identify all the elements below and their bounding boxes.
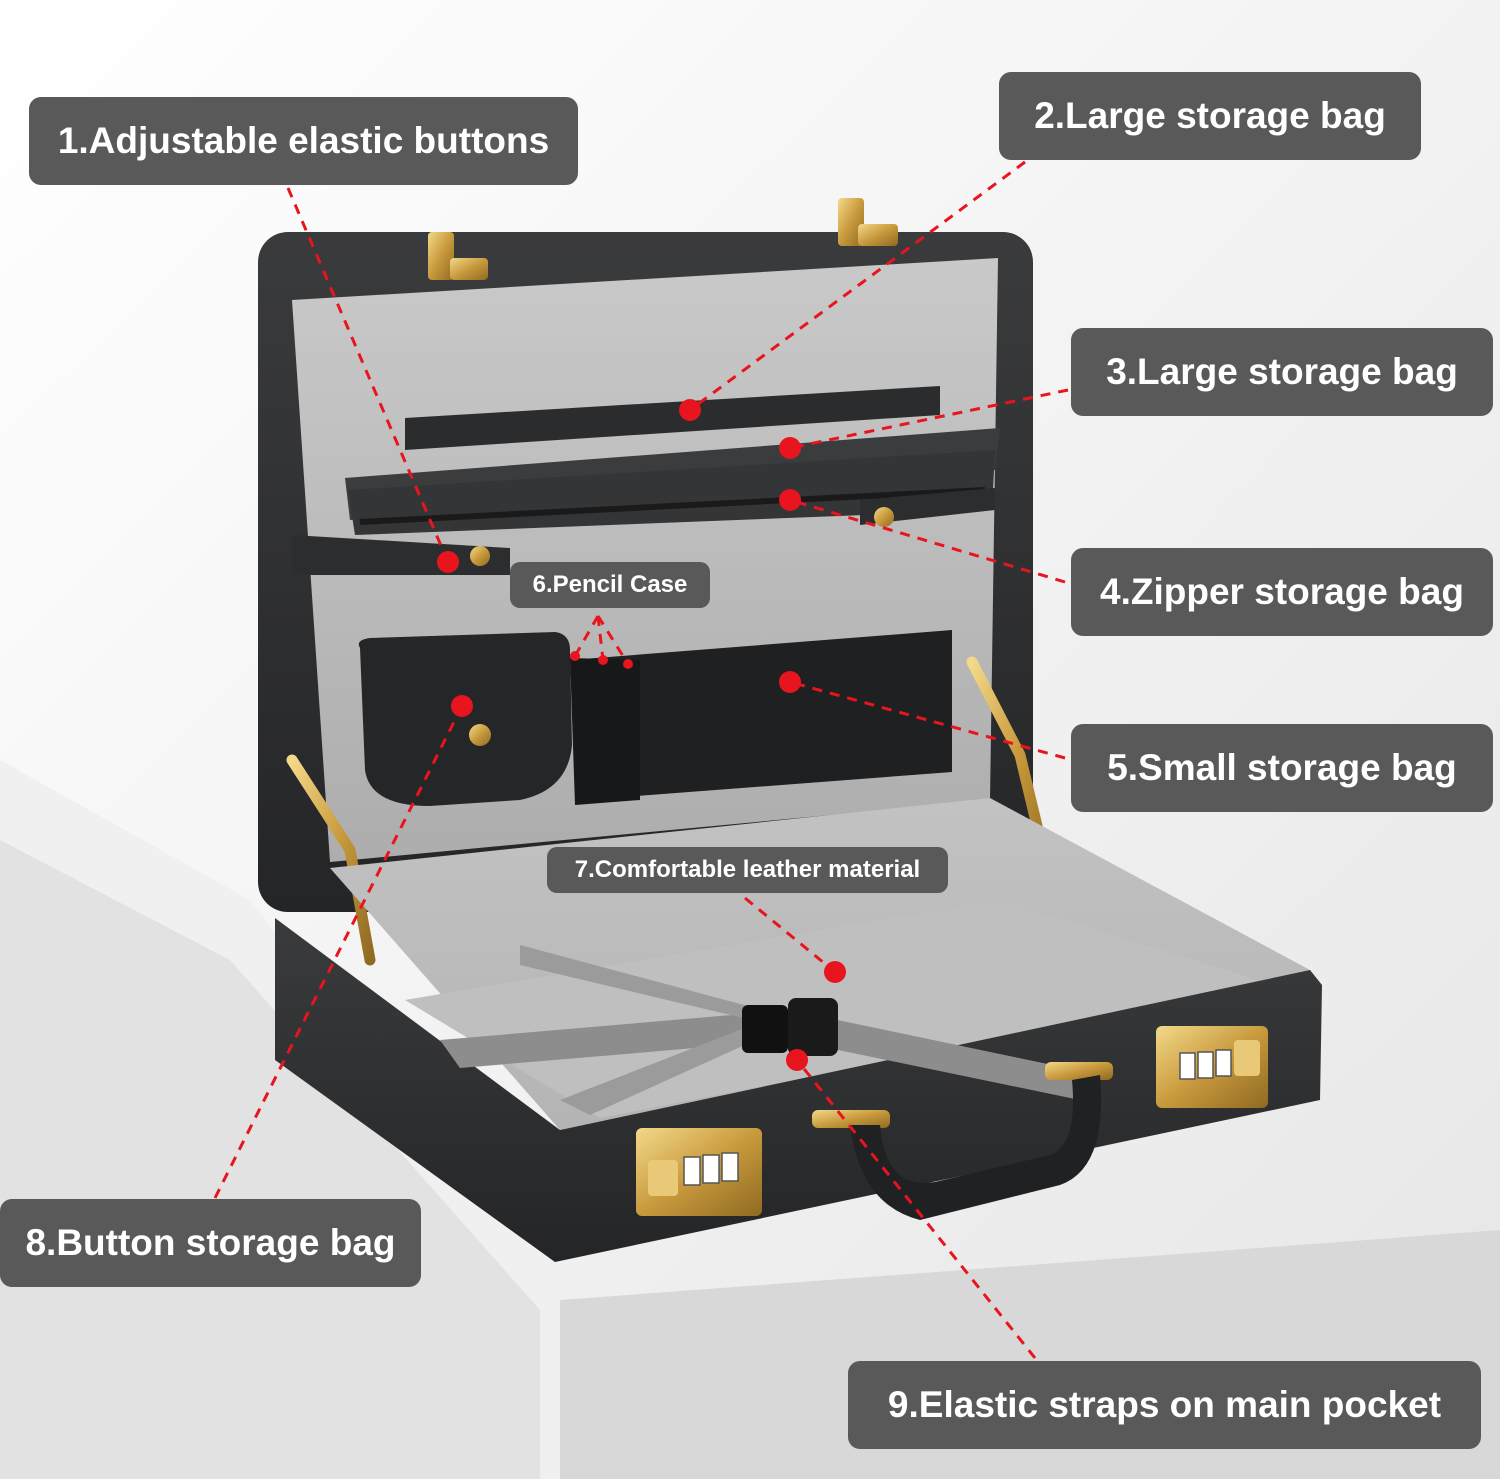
callout-line-7 bbox=[744, 896, 836, 974]
callout-label-comfortable-leather-material: 7.Comfortable leather material bbox=[547, 847, 948, 893]
strap-button-right-icon bbox=[874, 507, 894, 527]
callout-line-6a bbox=[573, 615, 600, 657]
marker-8 bbox=[451, 695, 473, 717]
zipper-track bbox=[359, 487, 986, 525]
marker-2 bbox=[679, 399, 701, 421]
marker-5 bbox=[779, 671, 801, 693]
buckle-icon bbox=[742, 998, 838, 1056]
combination-lock-right-icon bbox=[1156, 1026, 1268, 1108]
callout-line-4 bbox=[789, 498, 1066, 584]
callout-label-small-storage-bag: 5.Small storage bag bbox=[1071, 724, 1493, 812]
briefcase-base-floor bbox=[405, 900, 1275, 1118]
lid-stay-left bbox=[286, 754, 376, 966]
callout-line-3 bbox=[789, 388, 1069, 450]
callout-markers bbox=[437, 399, 846, 1071]
callout-label-large-storage-bag-2: 2.Large storage bag bbox=[999, 72, 1421, 160]
hinge-left-icon bbox=[428, 232, 488, 280]
button-storage-snap-icon bbox=[469, 724, 491, 746]
marker-6b bbox=[598, 655, 608, 665]
callout-line-8 bbox=[213, 705, 464, 1199]
marker-7 bbox=[824, 961, 846, 983]
pedestal-shadow bbox=[0, 840, 540, 1479]
pencil-case-slots bbox=[570, 658, 640, 805]
callout-line-5 bbox=[789, 680, 1066, 760]
hinge-right-icon bbox=[838, 198, 898, 246]
callout-line-6b bbox=[596, 615, 605, 661]
callout-label-elastic-straps-main-pocket: 9.Elastic straps on main pocket bbox=[848, 1361, 1481, 1449]
marker-9 bbox=[786, 1049, 808, 1071]
callout-lines bbox=[213, 160, 1069, 1359]
callout-line-9 bbox=[795, 1059, 1037, 1359]
briefcase-base-shell bbox=[275, 918, 1322, 1262]
callout-line-2 bbox=[689, 160, 1026, 412]
marker-1 bbox=[437, 551, 459, 573]
marker-6c bbox=[623, 659, 633, 669]
marker-6a bbox=[570, 651, 580, 661]
callout-label-large-storage-bag-3: 3.Large storage bag bbox=[1071, 328, 1493, 416]
callout-label-zipper-storage-bag: 4.Zipper storage bag bbox=[1071, 548, 1493, 636]
callout-label-pencil-case: 6.Pencil Case bbox=[510, 562, 710, 608]
callout-line-6c bbox=[596, 615, 630, 665]
handle-icon bbox=[812, 1062, 1113, 1220]
callout-label-adjustable-elastic-buttons: 1.Adjustable elastic buttons bbox=[29, 97, 578, 185]
callout-line-1 bbox=[286, 187, 450, 563]
button-storage-bag bbox=[358, 632, 572, 806]
strap-button-left-icon bbox=[470, 546, 490, 566]
small-storage-bag bbox=[570, 630, 952, 800]
marker-3 bbox=[779, 437, 801, 459]
large-storage-bag-1 bbox=[405, 386, 940, 450]
combination-lock-left-icon bbox=[636, 1128, 762, 1216]
callout-label-button-storage-bag: 8.Button storage bag bbox=[0, 1199, 421, 1287]
marker-4 bbox=[779, 489, 801, 511]
elastic-strap-a bbox=[440, 1010, 1100, 1100]
